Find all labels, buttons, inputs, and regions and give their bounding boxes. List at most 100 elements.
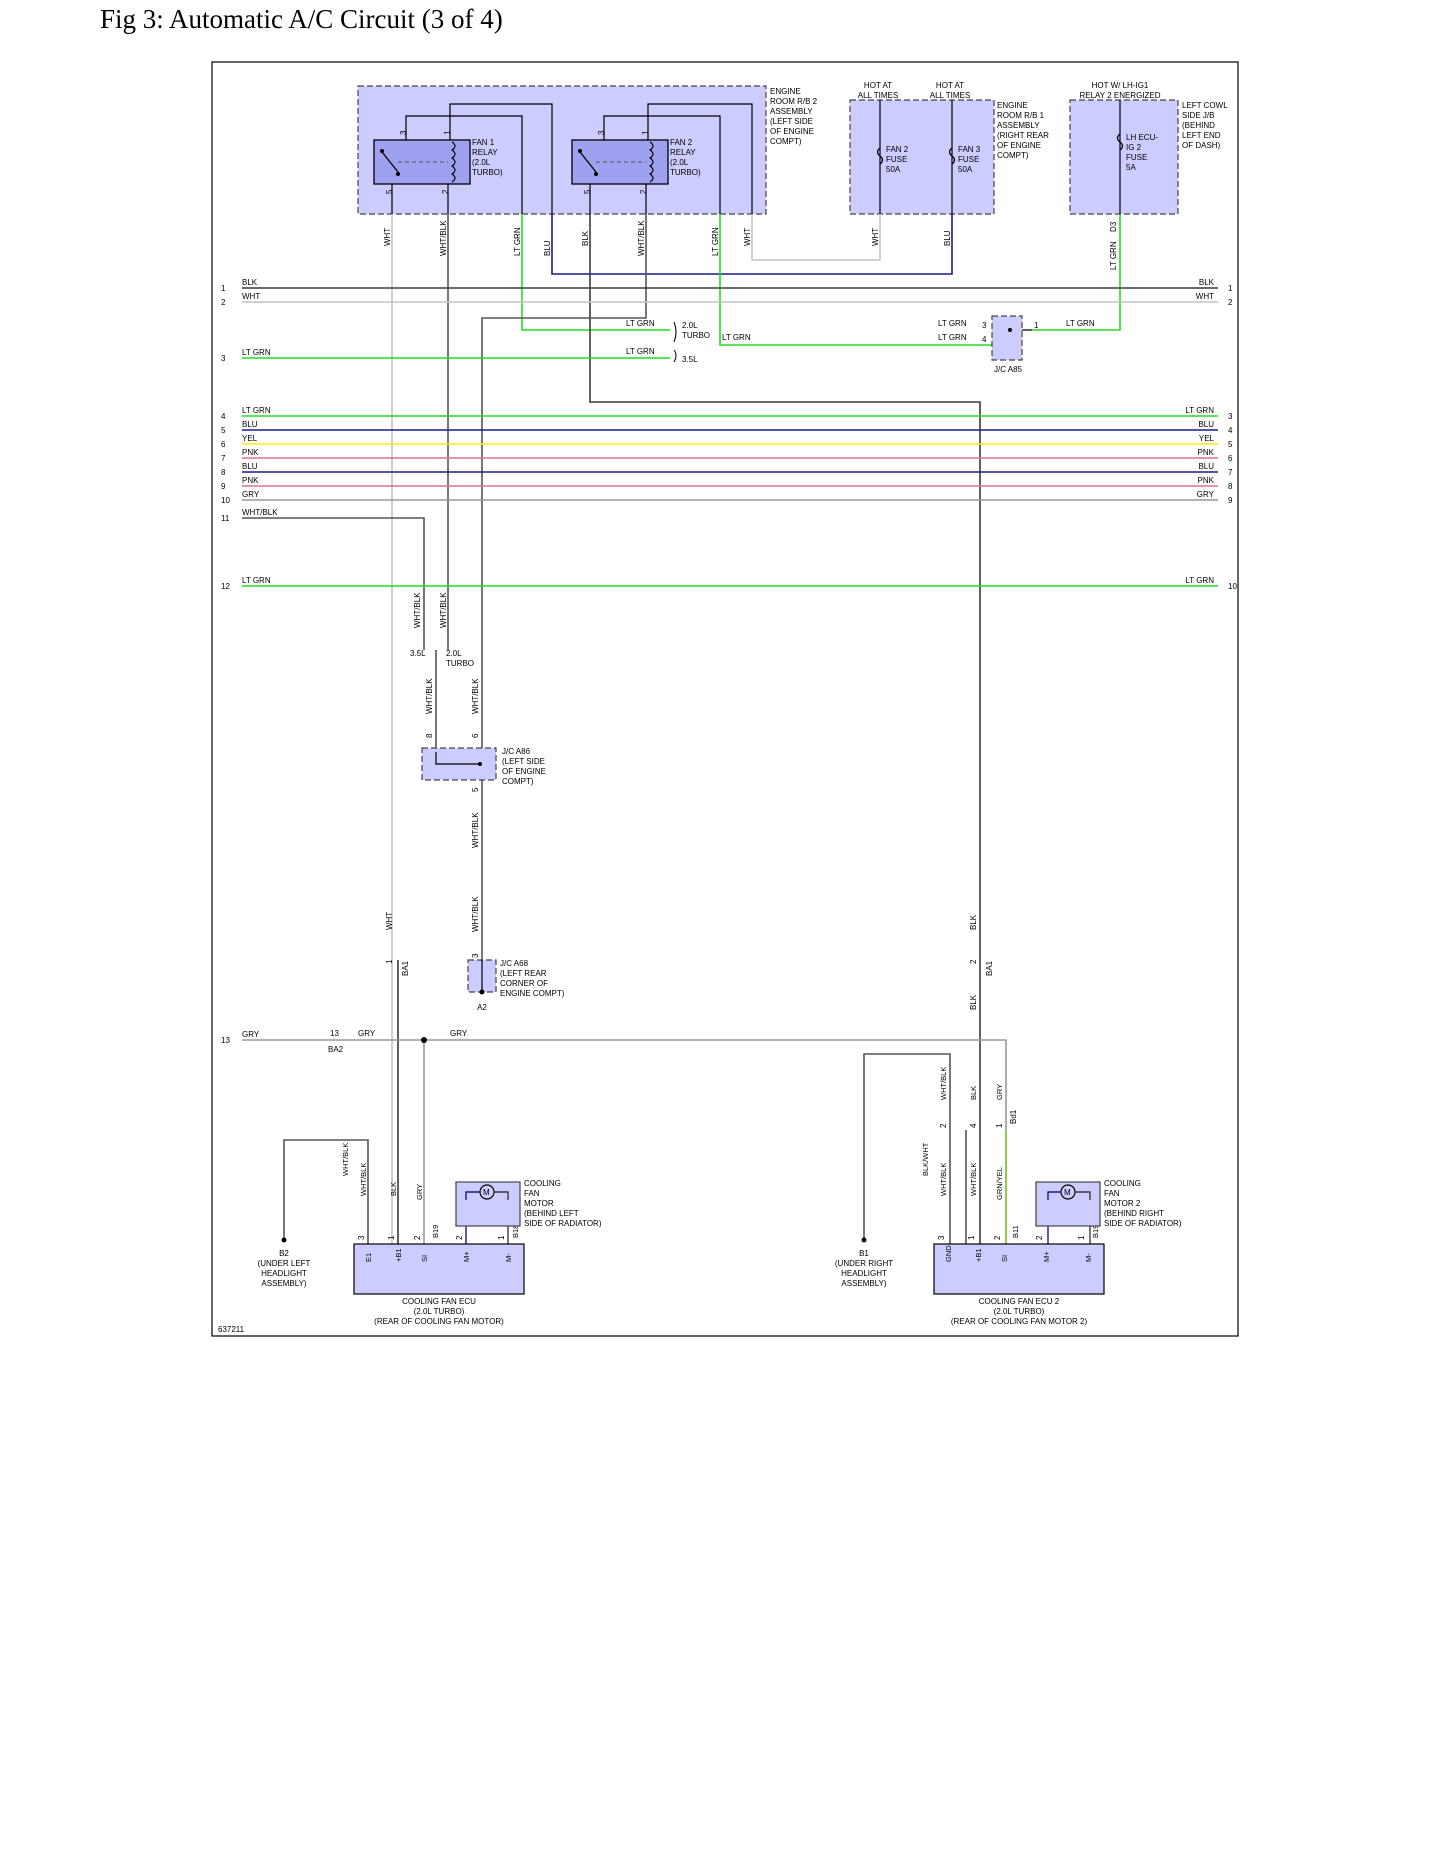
wht-blk-l2: WHT/BLK: [439, 592, 448, 628]
bd1-wire-0: WHT/BLK: [939, 1067, 948, 1100]
d3-wire-label: LT GRN: [1109, 241, 1118, 270]
ecu2-pins-num-1: 1: [967, 1235, 976, 1240]
wht-blk-l4: WHT/BLK: [471, 678, 480, 714]
bus-right-num-8: 8: [1228, 482, 1233, 491]
a85-pin1: 1: [1034, 321, 1039, 330]
bus-left-num-13: 13: [221, 1036, 230, 1045]
ecu2-pins-num-3: 2: [1035, 1235, 1044, 1240]
cooling-fan-ecu-1: COOLING FAN ECU(2.0L TURBO)(REAR OF COOL…: [353, 1243, 525, 1326]
drop-label-3: BLU: [543, 240, 552, 256]
bus-left-wire-9: PNK: [242, 476, 259, 485]
ecu2-pins-name-0: GND: [944, 1245, 953, 1262]
ecu1-pins-name-0: E1: [364, 1253, 373, 1262]
figure-title: Fig 3: Automatic A/C Circuit (3 of 4): [100, 4, 503, 34]
bd1-pin-2: 1: [995, 1123, 1004, 1128]
ecu2-pins-wire-1: BLK/WHT: [921, 1142, 930, 1176]
a85-pin3: 3: [982, 321, 987, 330]
lh-ecu-fuse-icon: [1116, 133, 1124, 151]
bus-right-num-3: 3: [1228, 412, 1233, 421]
ecu1-pins-name-4: M-: [504, 1253, 513, 1262]
bus-right-num-2: 2: [1228, 298, 1233, 307]
ecu2-pins-name-4: M-: [1084, 1253, 1093, 1262]
a86-pin5: 5: [471, 787, 480, 792]
ecu2-pins-num-2: 2: [993, 1235, 1002, 1240]
lt-grn-label-a: LT GRN: [626, 319, 655, 328]
bus-left-num-11: 11: [221, 514, 230, 523]
cooling-fan-ecu-2: COOLING FAN ECU 2(2.0L TURBO)(REAR OF CO…: [933, 1243, 1105, 1326]
bus-left-wire-3: LT GRN: [242, 348, 271, 357]
gry-label-2: GRY: [450, 1029, 468, 1038]
a86-pin6: 6: [471, 733, 480, 738]
drop-label-1: WHT/BLK: [439, 220, 448, 256]
diagram-frame: [211, 61, 1239, 1337]
ground-b2-icon: [281, 1237, 287, 1243]
bus-left-wire-1: BLK: [242, 278, 258, 287]
ecu1-pins-wire-1: WHT/BLK: [341, 1143, 350, 1176]
bus-left-wire-7: PNK: [242, 448, 259, 457]
ecu1-pins-num-2: 2: [413, 1235, 422, 1240]
fan3-fuse-icon: [948, 147, 956, 165]
motor2-symbol: M: [1064, 1188, 1071, 1197]
variant-35l-top: 3.5L: [682, 355, 698, 364]
drop-label-5: WHT/BLK: [637, 220, 646, 256]
bus-right-wire-4: BLU: [1198, 420, 1214, 429]
ecu2-pins-name-2: SI: [1000, 1255, 1009, 1262]
drop-label-8: WHT: [871, 228, 880, 246]
ecu2-pins-num-0: 3: [937, 1235, 946, 1240]
bus-left-num-1: 1: [221, 284, 226, 293]
lt-grn-label-f: LT GRN: [1066, 319, 1095, 328]
ecu2-pins-conn-0: B11: [1011, 1225, 1020, 1238]
bd1-pin-1: 4: [969, 1123, 978, 1128]
jc-a85-label: J/C A85: [994, 365, 1023, 374]
bus-left-num-8: 8: [221, 468, 226, 477]
lt-grn-label-d: LT GRN: [938, 319, 967, 328]
fan2-pin3: 3: [597, 130, 606, 135]
ba2-connector: BA2: [328, 1045, 344, 1054]
fan2-pin2: 2: [639, 189, 648, 194]
ecu1-pins-wire-3: GRY: [415, 1184, 424, 1200]
bus-right-wire-3: LT GRN: [1185, 406, 1214, 415]
ecu1-pins-wire-0: WHT/BLK: [359, 1163, 368, 1196]
lt-grn-label-b: LT GRN: [626, 347, 655, 356]
bus-right-num-7: 7: [1228, 468, 1233, 477]
drop-label-4: BLK: [581, 230, 590, 246]
bus-right-num-10: 10: [1228, 582, 1237, 591]
bus-left-wire-5: BLU: [242, 420, 258, 429]
motor1-symbol: M: [483, 1188, 490, 1197]
bus-left-num-6: 6: [221, 440, 226, 449]
drop-label-9: BLU: [943, 230, 952, 246]
figure-id: 637211: [218, 1325, 245, 1334]
ecu1-pins-name-2: SI: [420, 1255, 429, 1262]
d3-label: D3: [1109, 221, 1118, 232]
wht-blk-l6: WHT/BLK: [471, 896, 480, 932]
ecu1-pins-num-0: 3: [357, 1235, 366, 1240]
bus-left-num-3: 3: [221, 354, 226, 363]
fan1-pin1: 1: [443, 130, 452, 135]
fan2-pin5: 5: [583, 189, 592, 194]
bus-left-num-10: 10: [221, 496, 230, 505]
bus-left-num-5: 5: [221, 426, 226, 435]
bus-left-wire-11: WHT/BLK: [242, 508, 278, 517]
ecu2-pins-wire-0: WHT/BLK: [939, 1163, 948, 1196]
wht-blk-l5: WHT/BLK: [471, 812, 480, 848]
ecu1-pins-wire-2: BLK: [389, 1182, 398, 1196]
jc-a85: 3 4 1 J/C A85: [982, 315, 1039, 374]
bus-right-wire-1: BLK: [1199, 278, 1215, 287]
